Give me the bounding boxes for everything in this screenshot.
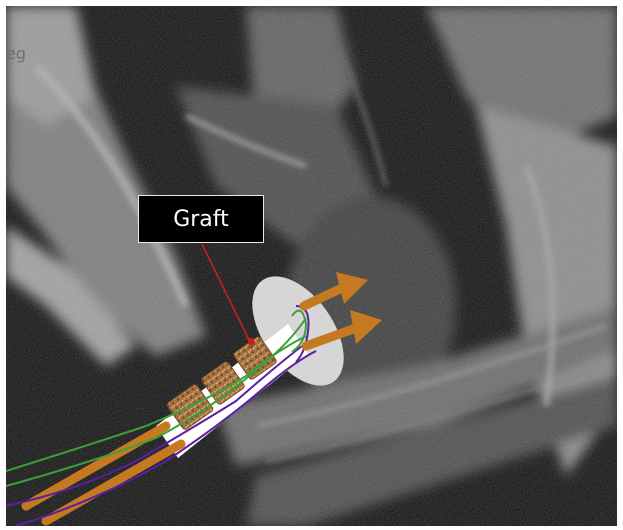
mri-sagittal-image (6, 6, 617, 526)
corner-text: eg (6, 44, 26, 63)
mri-figure: eg Graft (6, 6, 617, 526)
graft-label: Graft (138, 195, 264, 243)
